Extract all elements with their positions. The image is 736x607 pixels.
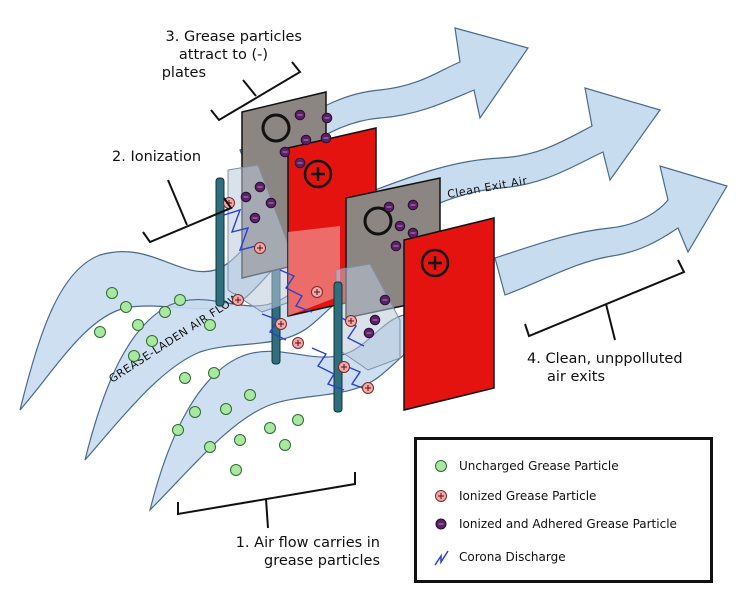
uncharged-particle xyxy=(220,403,232,415)
adhered-particle xyxy=(379,294,391,306)
step3-line2: attract to (-) xyxy=(178,47,268,63)
uncharged-particle xyxy=(189,406,201,418)
clean-air-arrow-bottom xyxy=(494,165,728,296)
zigzag-bolt-icon xyxy=(434,550,449,566)
uncharged-particle xyxy=(208,367,220,379)
adhered-particle xyxy=(294,109,306,121)
legend-item-ionized: Ionized Grease Particle xyxy=(431,486,596,506)
ionized-particle xyxy=(254,242,266,254)
uncharged-particle xyxy=(128,350,140,362)
bracket-step3 xyxy=(210,61,302,122)
adhered-particle xyxy=(279,146,291,158)
purple-dot-icon xyxy=(435,518,447,530)
step3-line3: plates xyxy=(161,65,206,81)
bracket-step3-tick xyxy=(242,79,257,97)
legend-label: Ionized and Adhered Grease Particle xyxy=(459,517,677,531)
pink-plus-circle-icon xyxy=(435,490,447,502)
adhered-particle xyxy=(300,134,312,146)
corona-bolt xyxy=(279,269,313,313)
bracket-step2 xyxy=(142,197,233,244)
corona-bolt xyxy=(311,347,345,391)
legend-label: Corona Discharge xyxy=(459,550,566,564)
negative-plate-symbol-1 xyxy=(261,113,291,143)
positive-plate-symbol-2 xyxy=(420,248,450,278)
adhered-particle xyxy=(249,212,261,224)
uncharged-particle xyxy=(234,434,246,446)
legend-label: Ionized Grease Particle xyxy=(459,489,597,503)
adhered-particle xyxy=(390,240,402,252)
uncharged-particle xyxy=(204,319,216,331)
step3-label: 3. Grease particles attract to (-) plate… xyxy=(96,28,302,82)
ionized-particle xyxy=(275,318,287,330)
particles xyxy=(94,109,419,476)
adhered-particle xyxy=(407,227,419,239)
step2-label: 2. Ionization xyxy=(112,149,202,165)
uncharged-particle xyxy=(106,287,118,299)
ionized-particle xyxy=(338,361,350,373)
uncharged-particle xyxy=(230,464,242,476)
adhered-particle xyxy=(240,191,252,203)
corona-bolt xyxy=(345,365,369,391)
step4-label: 4. Clean, unppolluted air exits xyxy=(527,350,727,386)
uncharged-particle xyxy=(292,414,304,426)
negative-plate-symbol-2 xyxy=(363,206,393,236)
step4-line1: 4. Clean, unppolluted xyxy=(527,351,683,367)
corona-bolt xyxy=(261,313,287,341)
step3-line1: 3. Grease particles xyxy=(165,29,302,45)
uncharged-particle xyxy=(172,424,184,436)
positive-plate-2 xyxy=(403,217,495,411)
bracket-step1-tick xyxy=(265,498,269,529)
label-brackets xyxy=(142,61,686,529)
green-circle-icon xyxy=(435,460,447,472)
adhered-particle xyxy=(321,112,333,124)
ionized-particle xyxy=(311,286,323,298)
electrode-rods-front xyxy=(333,281,343,413)
ionized-particle xyxy=(292,337,304,349)
uncharged-particle xyxy=(244,389,256,401)
step1-line1: 1. Air flow carries in xyxy=(235,535,380,551)
uncharged-particle xyxy=(146,335,158,347)
uncharged-particle xyxy=(179,372,191,384)
ionized-particle xyxy=(345,315,357,327)
uncharged-particle xyxy=(120,301,132,313)
uncharged-particle xyxy=(264,422,276,434)
positive-plate-symbol-1 xyxy=(303,159,333,189)
legend-item-uncharged: Uncharged Grease Particle xyxy=(431,456,619,476)
pink-overlay-1 xyxy=(288,226,340,316)
uncharged-particle xyxy=(132,319,144,331)
uncharged-particle xyxy=(159,306,171,318)
adhered-particle xyxy=(394,220,406,232)
corona-bolt xyxy=(223,208,257,251)
adhered-particle xyxy=(294,157,306,169)
step1-label: 1. Air flow carries in grease particles xyxy=(196,534,380,570)
ionized-particle xyxy=(232,294,244,306)
electrode-rod xyxy=(215,177,225,307)
adhered-particle xyxy=(383,201,395,213)
bracket-step4-tick xyxy=(605,303,616,341)
bracket-step2-tick xyxy=(167,179,188,226)
adhered-particle xyxy=(320,132,332,144)
electrode-rod xyxy=(333,281,343,413)
ionized-particle xyxy=(362,382,374,394)
clean-air-arrow-middle xyxy=(374,87,661,229)
uncharged-particle xyxy=(174,294,186,306)
uncharged-particle xyxy=(279,439,291,451)
step1-line2: grease particles xyxy=(264,553,380,569)
adhered-particle xyxy=(363,327,375,339)
legend-item-corona: Corona Discharge xyxy=(431,547,566,567)
adhered-particle xyxy=(369,314,381,326)
adhered-particle xyxy=(254,181,266,193)
corona-discharges xyxy=(223,208,369,391)
step4-line2: air exits xyxy=(547,369,605,385)
legend-label: Uncharged Grease Particle xyxy=(459,459,619,473)
adhered-particle xyxy=(407,199,419,211)
adhered-particle xyxy=(265,197,277,209)
legend-item-adhered: Ionized and Adhered Grease Particle xyxy=(431,514,677,534)
uncharged-particle xyxy=(94,326,106,338)
uncharged-particle xyxy=(204,441,216,453)
legend-box: Uncharged Grease Particle Ionized Grease… xyxy=(414,437,713,583)
